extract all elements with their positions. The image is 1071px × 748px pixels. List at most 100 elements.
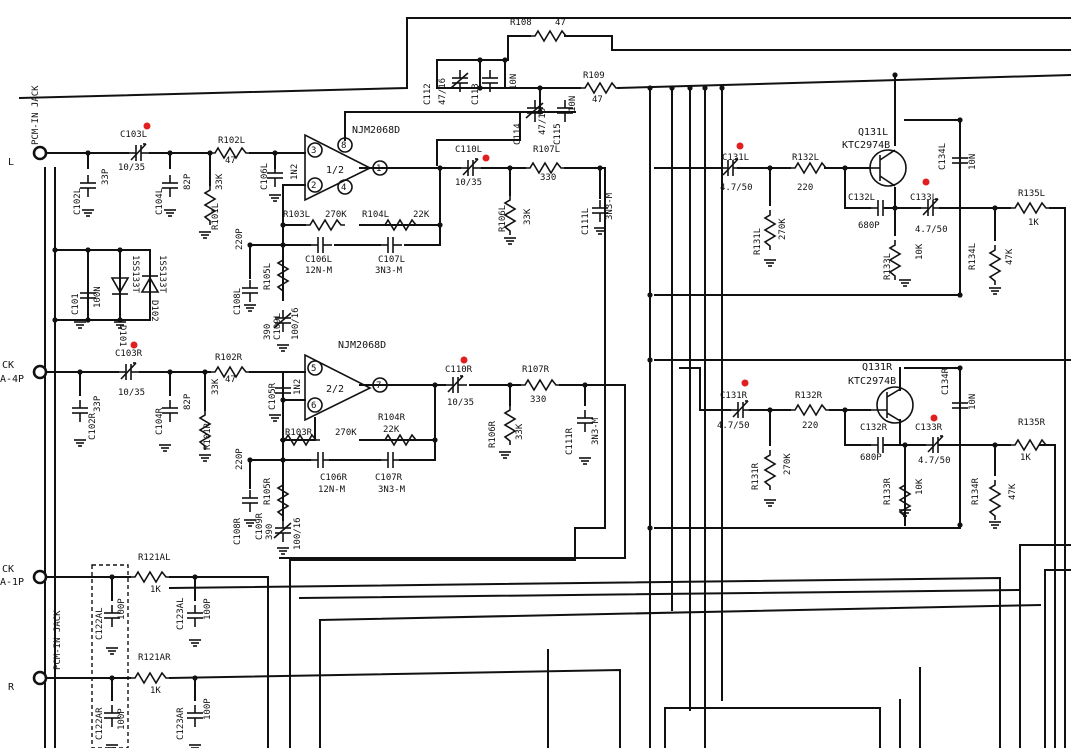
component-ref: C104L (155, 188, 165, 215)
component-ref: R102R (215, 353, 243, 363)
opamp-bottom-section: 2/2 (326, 384, 344, 395)
component-ref: C123AL (176, 597, 186, 630)
component-ref: C134R (941, 367, 951, 395)
diodes: 1SS133T 1SS133T D101 D102 (110, 255, 167, 347)
component-ref: C101 (71, 293, 81, 315)
component-value: 3N3-M (605, 192, 615, 220)
component-value: 270K (335, 428, 357, 438)
component-value: 220P (235, 448, 245, 470)
component-value: 1K (150, 585, 161, 595)
svg-text:D102: D102 (149, 300, 159, 322)
component-ref: R106R (488, 420, 498, 448)
component-value: 12N-M (305, 266, 333, 276)
component-value: 47K (1005, 248, 1015, 265)
component-value: 10/35 (118, 388, 145, 398)
svg-text:8: 8 (341, 141, 346, 151)
red-marker (736, 142, 744, 150)
component-value: 10/35 (455, 178, 482, 188)
component-ref: R104L (362, 210, 389, 220)
component-value: 100/16 (293, 517, 303, 550)
component-value: 3N3-M (378, 485, 406, 495)
component-c103l: C103L 10/35 (118, 130, 150, 173)
component-value: 82P (183, 393, 193, 410)
component-value: 47/16 (538, 108, 548, 135)
component-value: 100N (93, 286, 103, 308)
component-c132l: C132L 680P (848, 193, 892, 231)
junctions (52, 57, 998, 681)
red-marker (741, 379, 749, 387)
component-value: 270K (325, 210, 347, 220)
component-ref: C109R (255, 512, 265, 540)
component-value: 680P (858, 221, 880, 231)
component-value: 47 (592, 95, 603, 105)
component-value: 3N3-M (591, 417, 601, 445)
component-ref: R103R (285, 428, 313, 438)
component-ref: C132L (848, 193, 875, 203)
component-value: 10/35 (447, 398, 474, 408)
component-ref: R133R (883, 477, 893, 505)
component-value: 1K (1028, 218, 1039, 228)
component-ref: C111L (581, 208, 591, 235)
opamp-bottom-symbol (304, 353, 372, 422)
component-value: 10/35 (118, 163, 145, 173)
component-ref: R132L (792, 153, 819, 163)
component-ref: C107L (378, 255, 405, 265)
component-c111l: C111L 3N3-M (581, 192, 615, 235)
component-value: 1N2 (293, 379, 303, 395)
svg-text:4: 4 (341, 183, 346, 193)
red-marker (130, 341, 138, 349)
component-ref: C103R (115, 349, 143, 359)
component-value: 33P (93, 395, 103, 412)
component-ref: R105L (263, 263, 273, 290)
red-marker (930, 414, 938, 422)
component-ref: C108R (233, 517, 243, 545)
opamp-top: 3 2 8 4 1 NJM2068D 1/2 (304, 125, 400, 202)
component-ref: R131L (753, 228, 763, 255)
component-value: 47 (225, 375, 236, 385)
component-value: 47K (1008, 483, 1018, 500)
grounds (74, 194, 1001, 748)
transistor-q131l: Q131L KTC2974B (842, 127, 907, 187)
component-value: 10N (568, 96, 578, 112)
component-ref: C131R (720, 391, 748, 401)
component-ref: R135L (1018, 189, 1045, 199)
component-ref: C104R (155, 407, 165, 435)
component-value: 4.7/50 (720, 183, 753, 193)
component-ref: C123AR (176, 707, 186, 740)
component-ref: C103L (120, 130, 147, 140)
component-value: 270K (783, 453, 793, 475)
component-value: 4.7/50 (918, 456, 951, 466)
shield-box (91, 564, 129, 748)
jacks: L CK A-4P CK A-1P R PCM-IN JACK PCM-IN J… (0, 85, 63, 693)
component-value: 10N (968, 394, 978, 410)
component-c103r: C103R 10/35 (115, 349, 145, 398)
component-c111r: C111R 3N3-M (565, 410, 601, 455)
red-marker (922, 178, 930, 186)
svg-text:1: 1 (376, 164, 381, 174)
component-ref: C133R (915, 423, 943, 433)
component-ref: R133L (883, 253, 893, 280)
component-ref: C111R (565, 427, 575, 455)
component-c108r: C108R 220P (233, 448, 258, 545)
component-ref: C114 (513, 123, 523, 145)
component-value: 33P (101, 168, 111, 185)
